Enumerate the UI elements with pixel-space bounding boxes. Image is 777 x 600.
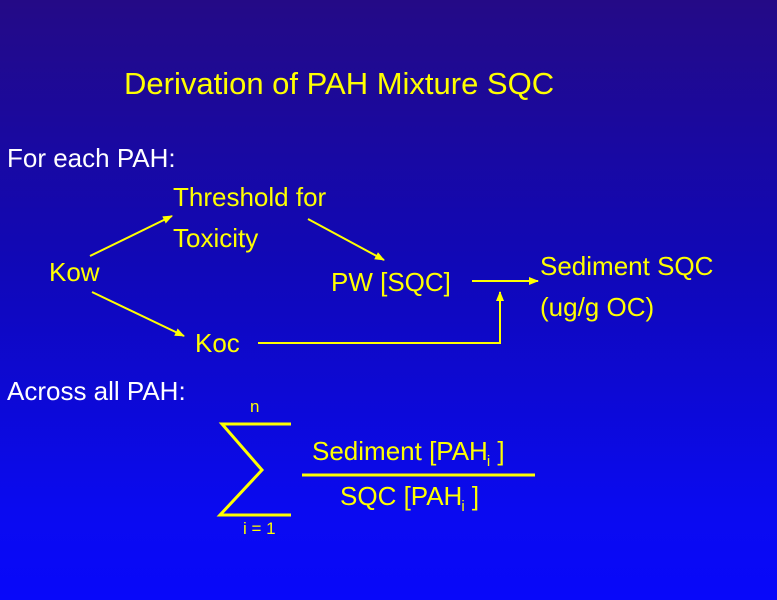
sum-lower-limit: i = 1	[243, 519, 276, 538]
arrow-kow-to-threshold	[89, 215, 173, 257]
sum-upper-limit: n	[250, 397, 260, 416]
slide-title: Derivation of PAH Mixture SQC	[124, 66, 555, 101]
section-heading-each: For each PAH:	[7, 143, 176, 173]
denominator-text: SQC [PAH	[340, 481, 463, 511]
node-pw-sqc: PW [SQC]	[331, 267, 451, 297]
node-kow: Kow	[49, 257, 100, 287]
node-sediment-line1: Sediment SQC	[540, 251, 714, 281]
node-sediment-line2: (ug/g OC)	[540, 292, 655, 322]
fraction-denominator: SQC [PAHi ]	[340, 481, 480, 514]
denominator-subscript: i	[461, 498, 465, 515]
numerator-bracket: ]	[490, 436, 505, 466]
arrow-threshold-to-pw	[307, 218, 385, 261]
node-threshold-line1: Threshold for	[173, 182, 327, 212]
numerator-subscript: i	[486, 453, 491, 470]
fraction-numerator: Sediment [PAHi ]	[312, 436, 505, 469]
node-koc: Koc	[195, 328, 240, 358]
denominator-bracket: ]	[464, 481, 480, 511]
arrow-koc-to-sediment	[258, 291, 504, 344]
summation-sigma-icon	[216, 422, 291, 517]
section-heading-all: Across all PAH:	[7, 376, 186, 406]
numerator-text: Sediment [PAH	[312, 436, 488, 466]
node-threshold-line2: Toxicity	[173, 223, 259, 253]
arrow-kow-to-koc	[91, 291, 185, 337]
